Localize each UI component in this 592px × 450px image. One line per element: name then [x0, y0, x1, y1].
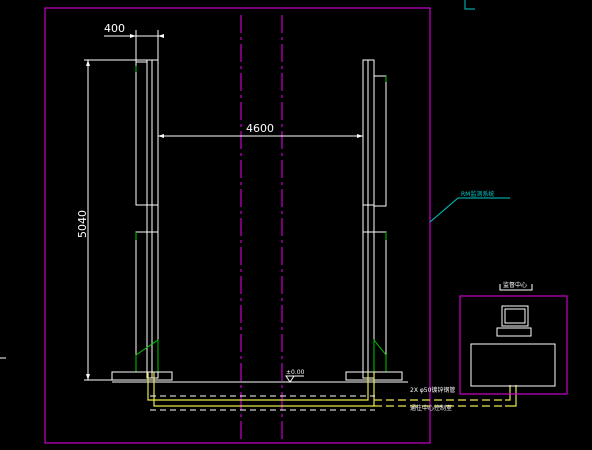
level-marker [285, 375, 304, 383]
dimension-width [104, 30, 164, 62]
dimension-height [84, 59, 147, 381]
cable-spec-label: 2X φ50镀锌钢管 [410, 386, 455, 394]
level-label: ±0.00 [286, 369, 305, 376]
site-boundary [44, 7, 431, 444]
rm-callout-label: RM监测系统 [461, 190, 494, 198]
left-detector-pole [111, 59, 173, 381]
dimension-span [158, 134, 363, 138]
monitor-center-title: 监督中心 [503, 281, 527, 289]
dimension-height-label: 5040 [76, 210, 89, 238]
cable-route-label: 通往中心控制室 [410, 404, 452, 412]
right-detector-pole [345, 59, 403, 381]
conduit-run [147, 372, 517, 411]
monitor-center-frame [459, 295, 568, 395]
corner-mark-top [464, 0, 475, 10]
monitor-title-bracket [499, 284, 533, 291]
rm-callout-leader [429, 197, 510, 223]
computer-icon [496, 305, 532, 337]
dimension-span-label: 4600 [246, 122, 274, 135]
control-desk [470, 343, 556, 387]
dimension-width-label: 400 [104, 22, 125, 35]
